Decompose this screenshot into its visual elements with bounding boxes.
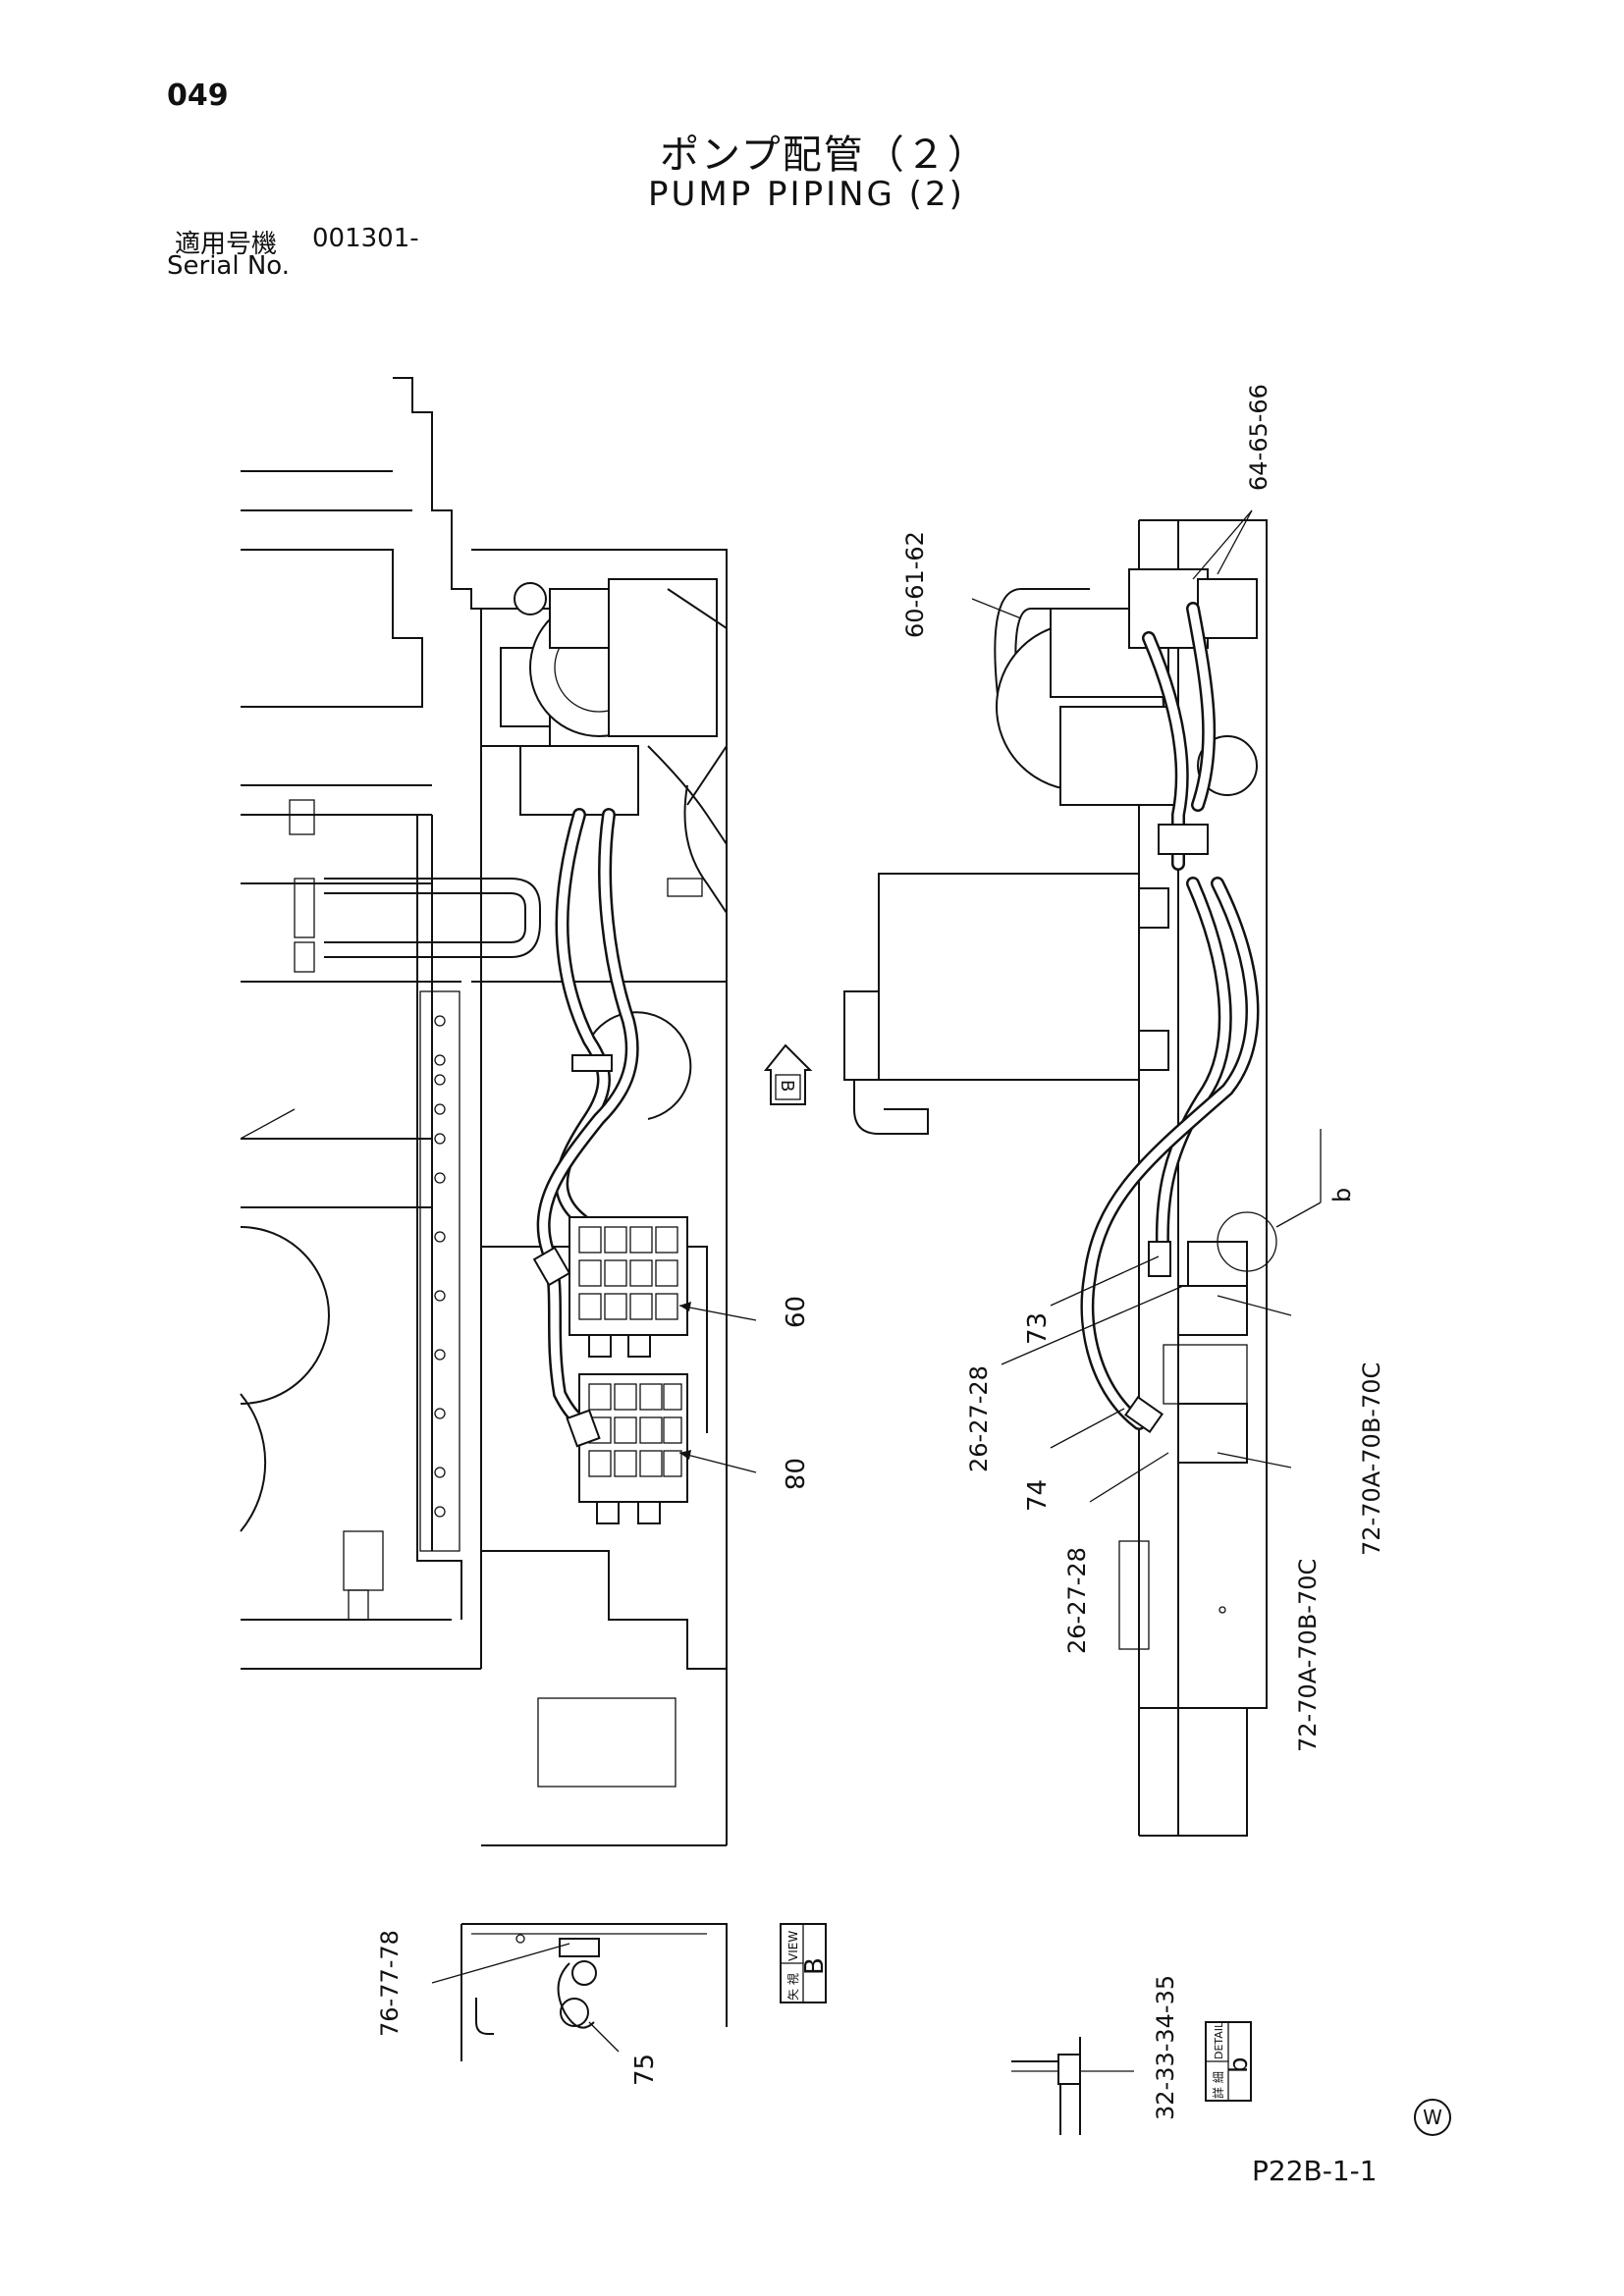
callout-26-27-28-upper: 26-27-28 [965, 1365, 993, 1472]
callout-32-33-34-35: 32-33-34-35 [1152, 1975, 1179, 2120]
drawing-code: P22B-1-1 [1252, 2155, 1378, 2187]
callout-72-70a-70b-70c-outer: 72-70A-70B-70C [1358, 1362, 1385, 1556]
pump-assembly-left [480, 578, 728, 914]
title-english: PUMP PIPING (2) [648, 175, 965, 214]
hydraulic-tank [843, 873, 1169, 1135]
detail-b-letter: b [1224, 2056, 1254, 2073]
view-b-en: VIEW [786, 1931, 800, 1961]
callout-73: 73 [1023, 1312, 1053, 1345]
callout-76-77-78: 76-77-78 [376, 1930, 404, 2037]
view-b-jp: 矢 視 [785, 1973, 800, 2001]
title-japanese: ポンプ配管（２） [660, 133, 989, 178]
page-number: 049 [167, 79, 229, 113]
view-arrow-letter: B [777, 1080, 797, 1092]
left-frame-view [240, 377, 757, 1846]
detail-b-jp: 詳 細 [1211, 2071, 1225, 2099]
view-b-letter: B [800, 1957, 830, 1975]
callout-b-small: b [1328, 1188, 1356, 1202]
serial-label-english: Serial No. [167, 251, 290, 281]
detail-b-label-box: 詳 細 DETAIL b [1205, 2021, 1254, 2102]
callout-60-61-62: 60-61-62 [901, 531, 929, 638]
view-b-label-box: 矢 視 VIEW B [780, 1923, 830, 2003]
detail-b-en: DETAIL [1213, 2021, 1225, 2059]
corner-mark: W [1414, 2099, 1451, 2136]
callout-09: 09 [779, 1296, 808, 1328]
callout-75: 75 [630, 2054, 660, 2086]
callout-64-65-66: 64-65-66 [1245, 384, 1272, 491]
control-valve-08 [578, 1373, 688, 1524]
callout-26-27-28-lower: 26-27-28 [1063, 1547, 1091, 1654]
serial-label-japanese: 適用号機 [175, 230, 278, 259]
callout-08: 08 [779, 1458, 808, 1490]
serial-value: 001301- [312, 224, 419, 253]
callout-72-70a-70b-70c-inner: 72-70A-70B-70C [1294, 1559, 1322, 1752]
control-valve-09 [568, 1216, 688, 1358]
pump-assembly-right [994, 568, 1258, 871]
view-b-detail [431, 1923, 728, 2061]
detail-b [1011, 2037, 1134, 2135]
view-arrow-b: B [763, 1043, 813, 1105]
callout-74: 74 [1023, 1479, 1053, 1512]
right-side-view [843, 509, 1322, 1837]
